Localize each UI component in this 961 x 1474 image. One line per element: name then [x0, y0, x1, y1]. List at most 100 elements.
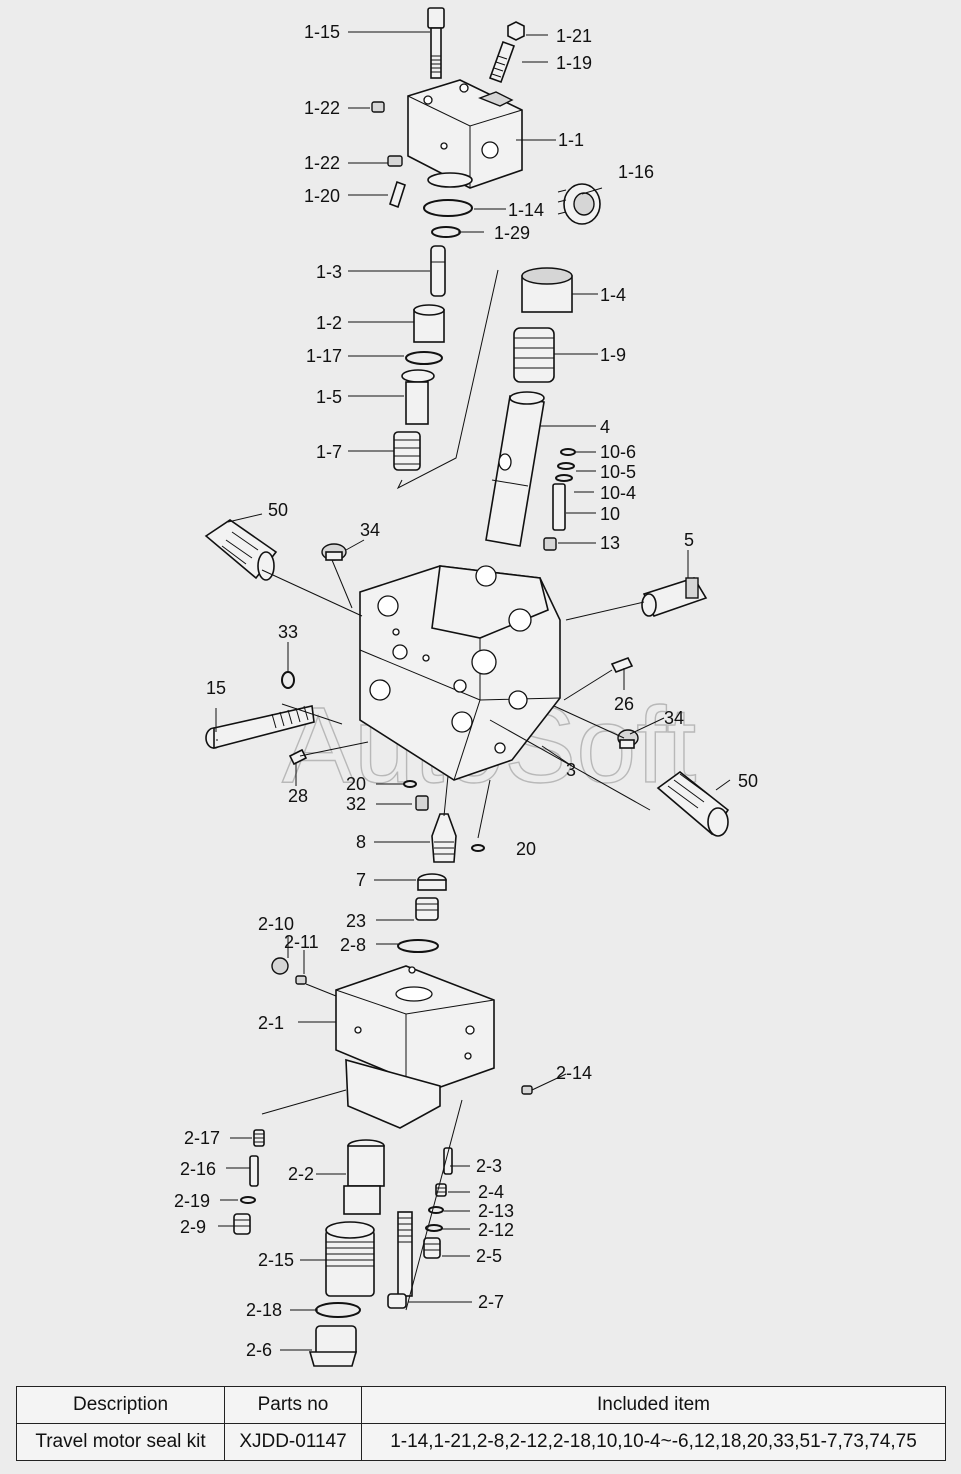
plug-13: [543, 537, 557, 551]
o-ring-2-18: [315, 1302, 361, 1318]
label-28: 28: [288, 786, 308, 806]
o-ring-2-19: [240, 1196, 256, 1204]
sleeve-2-15: [325, 1221, 375, 1297]
pin-28: [288, 748, 308, 766]
label-1-20: 1-20: [304, 186, 340, 206]
o-ring-1-14: [423, 199, 473, 217]
label-50-left: 50: [268, 500, 288, 520]
label-1-5: 1-5: [316, 387, 342, 407]
relief-valve-50-left: [204, 519, 278, 581]
table-row: Travel motor seal kit XJDD-01147 1-14,1-…: [16, 1423, 946, 1461]
plug-2-5: [423, 1237, 441, 1259]
plug-34-right: [617, 729, 639, 749]
label-20-upper: 20: [346, 774, 366, 794]
lower-block-2-1: [335, 965, 495, 1129]
spring-2-17: [253, 1129, 265, 1147]
piston-2-2: [343, 1139, 385, 1215]
plug-1-22-top: [371, 101, 385, 113]
label-3: 3: [566, 760, 576, 780]
label-1-7: 1-7: [316, 442, 342, 462]
label-10: 10: [600, 504, 620, 524]
cartridge-5: [641, 577, 708, 617]
label-2-16: 2-16: [180, 1159, 216, 1179]
label-4: 4: [600, 417, 610, 437]
bolt-2-7: [387, 1211, 413, 1309]
label-2-12: 2-12: [478, 1220, 514, 1240]
label-7: 7: [356, 870, 366, 890]
poppet-8: [431, 813, 457, 863]
o-ring-2-13: [428, 1206, 444, 1214]
table-header-row: Description Parts no Included item: [16, 1386, 946, 1424]
callout-labels: 1-15 1-21 1-19 1-22 1-1 1-22 1-16 1-20 1…: [174, 22, 758, 1360]
sleeve-1-2: [413, 304, 445, 343]
label-2-15: 2-15: [258, 1250, 294, 1270]
spring-1-7: [393, 431, 421, 471]
lower-guide-lines: [261, 983, 463, 1311]
plug-1-22-bottom: [387, 155, 403, 167]
label-2-8: 2-8: [340, 935, 366, 955]
guide-line-upper: [396, 269, 499, 490]
label-1-16: 1-16: [618, 162, 654, 182]
pin-2-16: [249, 1155, 259, 1187]
label-1-2: 1-2: [316, 313, 342, 333]
label-33: 33: [278, 622, 298, 642]
plug-2-10: [271, 957, 289, 975]
label-5: 5: [684, 530, 694, 550]
stud-1-19: [488, 40, 516, 84]
label-2-11: 2-11: [284, 932, 319, 952]
lower-cover-group: [233, 939, 533, 1367]
o-ring-1-29: [431, 226, 461, 238]
label-2-4: 2-4: [478, 1182, 504, 1202]
callout-leaders: [215, 31, 731, 1351]
pin-26: [610, 656, 634, 674]
label-2-13: 2-13: [478, 1201, 514, 1221]
spool-4: [485, 391, 545, 547]
label-2-7: 2-7: [478, 1292, 504, 1312]
header-included-item: Included item: [361, 1386, 946, 1424]
header-parts-no: Parts no: [224, 1386, 362, 1424]
label-2-18: 2-18: [246, 1300, 282, 1320]
label-20-lower: 20: [516, 839, 536, 859]
seal-kit-table: Description Parts no Included item Trave…: [16, 1386, 946, 1461]
upper-cover-group: [371, 7, 601, 551]
o-ring-10-4: [555, 474, 573, 482]
plug-32: [415, 795, 429, 811]
o-ring-2-12: [425, 1224, 443, 1232]
label-1-22-top: 1-22: [304, 98, 340, 118]
label-8: 8: [356, 832, 366, 852]
label-26: 26: [614, 694, 634, 714]
label-1-22-bottom: 1-22: [304, 153, 340, 173]
spool-1-3: [430, 245, 446, 297]
label-1-15: 1-15: [304, 22, 340, 42]
label-1-17: 1-17: [306, 346, 342, 366]
spring-1-9: [513, 327, 555, 383]
label-32: 32: [346, 794, 366, 814]
label-10-5: 10-5: [600, 462, 636, 482]
label-1-14: 1-14: [508, 200, 544, 220]
plug-34-left: [321, 543, 347, 561]
label-2-2: 2-2: [288, 1164, 314, 1184]
label-23: 23: [346, 911, 366, 931]
piston-1-5: [401, 369, 435, 425]
relief-valve-50-right: [656, 770, 730, 837]
pin-2-3: [443, 1147, 453, 1175]
label-1-9: 1-9: [600, 345, 626, 365]
label-1-3: 1-3: [316, 262, 342, 282]
o-ring-2-8: [397, 939, 439, 953]
cover-block-1-1: [407, 79, 523, 189]
label-1-1: 1-1: [558, 130, 584, 150]
label-2-19: 2-19: [174, 1191, 210, 1211]
bolt-15: [205, 705, 315, 750]
seat-7: [417, 873, 447, 891]
label-2-6: 2-6: [246, 1340, 272, 1360]
label-2-14: 2-14: [556, 1063, 592, 1083]
label-2-1: 2-1: [258, 1013, 284, 1033]
label-1-29: 1-29: [494, 223, 530, 243]
header-description: Description: [16, 1386, 225, 1424]
main-body-group: [204, 519, 730, 921]
plug-2-11: [295, 975, 307, 985]
cell-parts-no: XJDD-01147: [224, 1423, 362, 1461]
valve-body-3: [359, 565, 561, 781]
plug-2-9: [233, 1213, 251, 1235]
label-15: 15: [206, 678, 226, 698]
